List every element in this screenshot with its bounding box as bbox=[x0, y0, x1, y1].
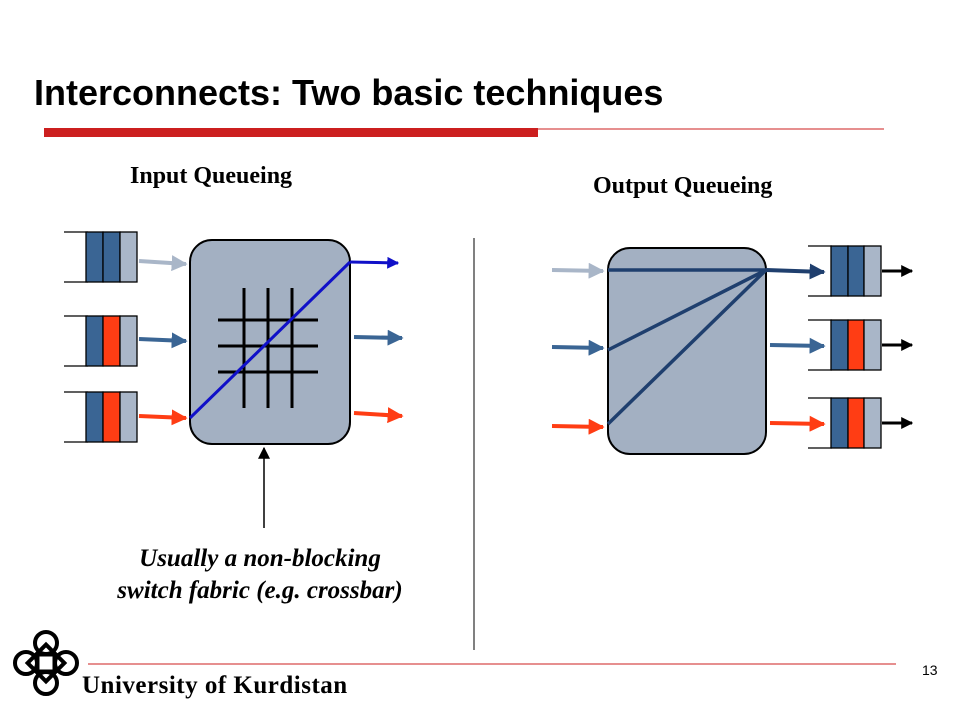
output-queueing-heading: Output Queueing bbox=[593, 173, 773, 199]
switch-fabric-caption: Usually a non-blocking switch fabric (e.… bbox=[60, 543, 460, 607]
input-arrow-3 bbox=[138, 409, 188, 426]
oq-input-arrow-1 bbox=[551, 262, 605, 279]
input-queueing-heading: Input Queueing bbox=[130, 163, 293, 189]
input-arrow-2 bbox=[138, 332, 188, 349]
university-name: University of Kurdistan bbox=[82, 672, 348, 699]
oq-input-arrow-2 bbox=[551, 339, 605, 356]
fabric-output-arrow-2 bbox=[353, 329, 404, 346]
caption-line-1: Usually a non-blocking bbox=[139, 545, 381, 572]
fabric-output-arrow-3 bbox=[353, 407, 404, 424]
output-switch-fabric bbox=[607, 247, 767, 455]
input-arrow-1 bbox=[138, 255, 188, 272]
input-queue-2 bbox=[64, 315, 138, 367]
title-underline bbox=[44, 128, 884, 137]
output-queue-1 bbox=[808, 245, 882, 297]
page-number: 13 bbox=[922, 662, 938, 678]
slide-title: Interconnects: Two basic techniques bbox=[34, 72, 664, 113]
oq-fabric-output-arrow-3 bbox=[769, 415, 826, 432]
output-queue-2 bbox=[808, 319, 882, 371]
oq-fabric-paths bbox=[606, 268, 768, 426]
input-queue-1 bbox=[64, 231, 138, 283]
oq-input-arrow-3 bbox=[551, 418, 605, 435]
oq-fabric-output-arrow-2 bbox=[769, 337, 826, 354]
fabric-output-arrow-1 bbox=[349, 256, 400, 269]
output-queue-3 bbox=[808, 397, 882, 449]
caption-line-2: switch fabric (e.g. crossbar) bbox=[117, 577, 403, 604]
university-logo-icon bbox=[13, 630, 79, 696]
oq-fabric-output-arrow-1 bbox=[765, 263, 826, 280]
crossbar-connection-path bbox=[188, 260, 352, 420]
crossbar-grid bbox=[218, 288, 318, 408]
input-queue-3 bbox=[64, 391, 138, 443]
